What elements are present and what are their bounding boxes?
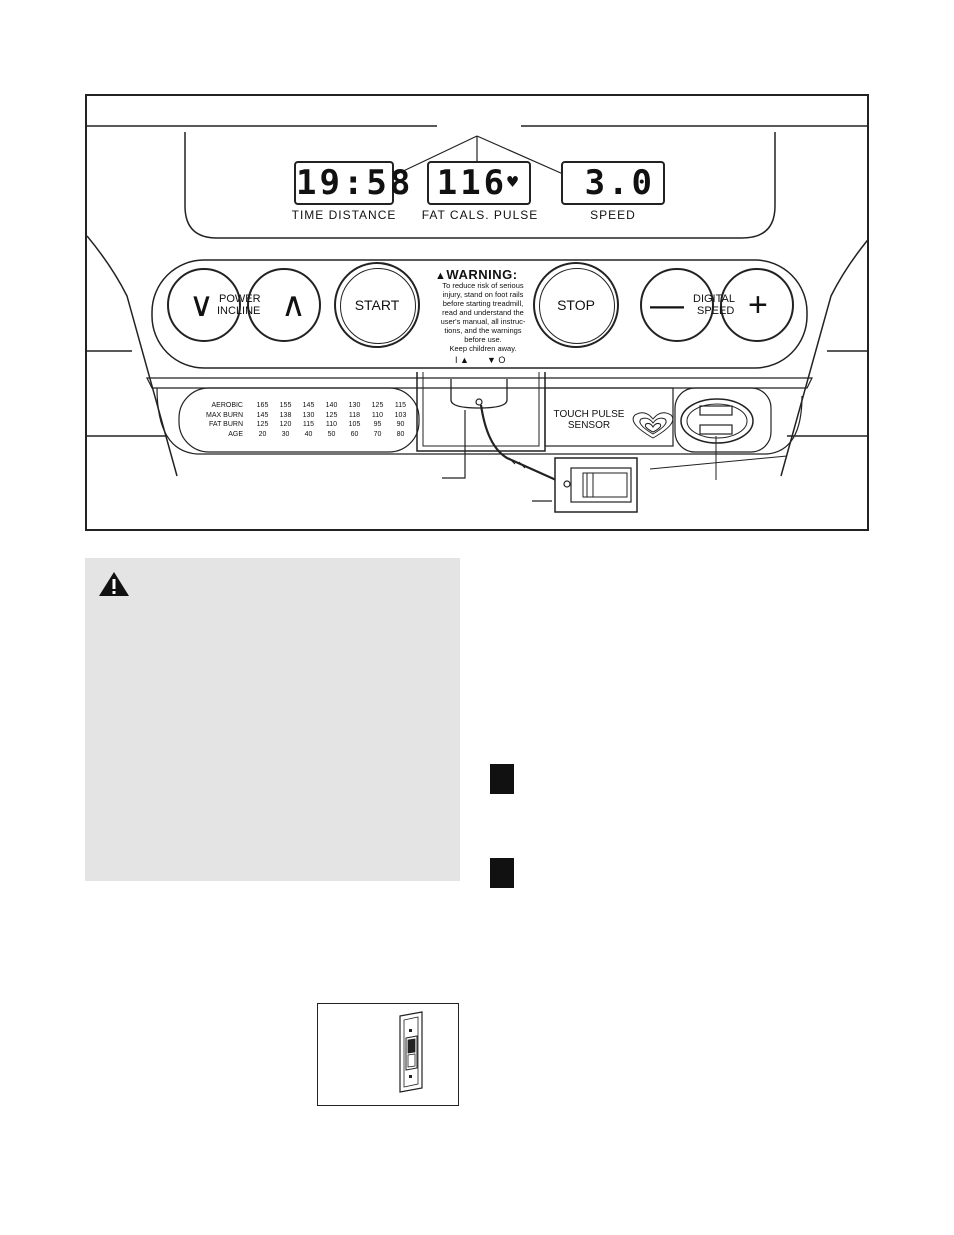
- cell: 140: [325, 402, 338, 409]
- speed-minus-button[interactable]: —: [640, 268, 714, 342]
- stop-button-label: STOP: [557, 297, 595, 313]
- cell: 110: [371, 411, 384, 419]
- plus-icon: +: [748, 286, 768, 324]
- warning-icon: [99, 572, 129, 596]
- cell: 118: [348, 411, 361, 419]
- key-marker-right: ▼ O: [487, 355, 506, 365]
- row-label: MAX BURN: [206, 411, 243, 419]
- cell: 130: [348, 402, 361, 409]
- warning-line: user's manual, all instruc-: [440, 317, 526, 326]
- key-marker-left: I ▲: [455, 355, 469, 365]
- warning-body: To reduce risk of serious injury, stand …: [433, 281, 533, 353]
- cell: 103: [394, 411, 407, 419]
- row-label: AEROBIC: [211, 402, 243, 409]
- warning-line: tions, and the warnings: [444, 326, 522, 335]
- incline-up-button[interactable]: ∧: [247, 268, 321, 342]
- table-row: AEROBIC 165 155 145 140 130 125 115: [197, 401, 412, 411]
- speed-plus-button[interactable]: +: [720, 268, 794, 342]
- row-label: AGE: [228, 430, 243, 438]
- console-figure: 19:58 TIME DISTANCE 116♥ FAT CALS. PULSE…: [85, 94, 869, 531]
- speed-value: 3.0: [584, 163, 655, 203]
- stop-button[interactable]: STOP: [533, 262, 619, 348]
- cell: 130: [302, 411, 315, 419]
- wall-switch-drawing: [399, 1011, 423, 1093]
- pulse-sensor-label: TOUCH PULSE SENSOR: [553, 409, 625, 431]
- cell: 125: [256, 421, 269, 428]
- start-button-label: START: [354, 297, 400, 313]
- key-switch[interactable]: [571, 468, 631, 502]
- cell: 138: [279, 411, 292, 419]
- minus-icon: —: [650, 286, 684, 324]
- table-row: FAT BURN 125 120 115 110 105 95 90: [197, 420, 412, 430]
- warning-title: ▲WARNING:: [435, 267, 518, 282]
- time-distance-display: 19:58: [294, 161, 410, 205]
- warning-line: before use.: [464, 335, 502, 344]
- step-bullet: [490, 858, 514, 888]
- warning-title-text: WARNING:: [446, 267, 518, 282]
- cell: 60: [350, 430, 359, 438]
- heart-icon: ♥: [507, 172, 521, 193]
- cell: 110: [325, 421, 338, 428]
- chevron-down-icon: ∨: [189, 286, 214, 324]
- speed-display: 3.0: [561, 161, 665, 205]
- pulse-sensor-grip[interactable]: [677, 390, 769, 450]
- incline-down-button[interactable]: ∨: [167, 268, 241, 342]
- row-label: FAT BURN: [209, 421, 243, 428]
- table-row: MAX BURN 145 138 130 125 118 110 103: [197, 411, 412, 421]
- fat-cals-pulse-value: 116: [436, 163, 508, 203]
- speed-label-line2: SPEED: [697, 305, 735, 317]
- warning-box: [85, 558, 460, 881]
- step-bullet: [490, 764, 514, 794]
- fat-cals-pulse-label: FAT CALS. PULSE: [421, 208, 539, 222]
- incline-label-line1: POWER: [219, 293, 261, 305]
- table-row: AGE 20 30 40 50 60 70 80: [197, 430, 412, 440]
- cell: 145: [256, 411, 269, 419]
- cell: 20: [258, 430, 267, 438]
- cell: 125: [325, 411, 338, 419]
- cell: 155: [279, 402, 292, 409]
- pulse-sensor-line1: TOUCH PULSE: [553, 409, 625, 420]
- time-distance-value: 19:58: [296, 163, 414, 203]
- cell: 120: [279, 421, 292, 428]
- cell: 70: [373, 430, 382, 438]
- start-button-ring: [340, 268, 416, 344]
- warning-line: Keep children away.: [449, 344, 517, 353]
- warning-line: read and understand the: [442, 308, 524, 317]
- warning-triangle-icon: ▲: [435, 270, 447, 282]
- speed-label-line1: DIGITAL: [693, 293, 735, 305]
- cell: 90: [396, 421, 405, 428]
- key-slot[interactable]: [451, 379, 507, 408]
- cell: 95: [373, 421, 382, 428]
- cell: 40: [304, 430, 313, 438]
- warning-line: injury, stand on foot rails: [442, 290, 524, 299]
- wall-switch-figure: [317, 1003, 459, 1106]
- warning-line: before starting treadmill,: [442, 299, 524, 308]
- fat-cals-pulse-display: 116♥: [427, 161, 531, 205]
- cell: 105: [348, 421, 361, 428]
- pulse-sensor-line2: SENSOR: [567, 420, 611, 431]
- cell: 50: [327, 430, 336, 438]
- heart-rate-table: AEROBIC 165 155 145 140 130 125 115 MAX …: [197, 401, 412, 439]
- cell: 145: [302, 402, 315, 409]
- speed-label: SPEED: [590, 208, 636, 222]
- cell: 165: [256, 402, 269, 409]
- console-outline-drawing: [87, 125, 867, 513]
- cell: 115: [394, 402, 407, 409]
- chevron-up-icon: ∧: [281, 286, 306, 324]
- stop-button-ring: [539, 268, 615, 344]
- start-button[interactable]: START: [334, 262, 420, 348]
- cell: 115: [302, 421, 315, 428]
- time-distance-label: TIME DISTANCE: [291, 208, 397, 222]
- incline-label-line2: INCLINE: [217, 305, 261, 317]
- warning-line: To reduce risk of serious: [442, 281, 524, 290]
- cell: 125: [371, 402, 384, 409]
- cell: 30: [281, 430, 290, 438]
- cell: 80: [396, 430, 405, 438]
